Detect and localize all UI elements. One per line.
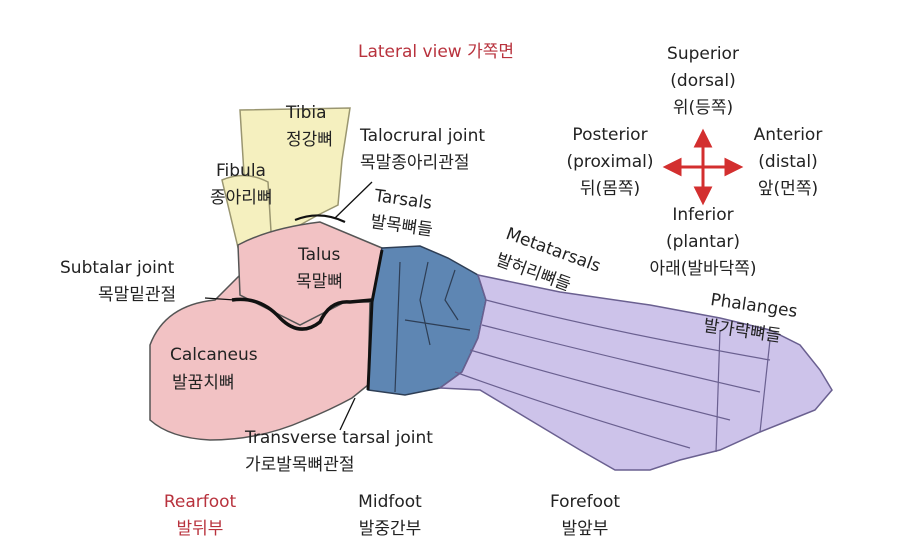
rearfoot-label: Rearfoot — [163, 492, 237, 512]
superior-ko-label: 위(등쪽) — [672, 98, 734, 118]
leader-talocrural — [334, 181, 373, 219]
leader-transverse — [339, 397, 356, 431]
transverse-tarsal-label: Transverse tarsal joint — [245, 428, 433, 448]
view-title: Lateral view 가쪽면 — [358, 42, 515, 62]
posterior-label: Posterior — [572, 125, 648, 145]
subtalar-joint-line — [231, 297, 373, 331]
talus-ko-label: 목말뼈 — [296, 272, 343, 292]
posterior-ko-label: 뒤(몸쪽) — [579, 179, 641, 199]
subtalar-ko-label: 목말밑관절 — [98, 285, 177, 305]
calcaneus-ko-label: 발꿈치뼈 — [172, 373, 235, 393]
superior-sub-label: (dorsal) — [670, 71, 736, 91]
anterior-sub-label: (distal) — [758, 152, 818, 172]
fibula-ko-label: 종아리뼈 — [210, 188, 273, 208]
midfoot-ko-label: 발중간부 — [358, 519, 422, 539]
inferior-ko-label: 아래(발바닥쪽) — [649, 259, 757, 279]
rearfoot-ko-label: 발뒤부 — [176, 519, 224, 539]
inferior-sub-label: (plantar) — [665, 232, 741, 252]
direction-compass — [662, 128, 744, 206]
tibia-ko-label: 정강뼈 — [286, 130, 333, 150]
forefoot-bones — [437, 274, 833, 471]
talocrural-joint-line — [294, 214, 346, 223]
transverse-tarsal-line — [366, 249, 384, 391]
forefoot-label: Forefoot — [549, 492, 621, 512]
leader-subtalar — [204, 297, 236, 301]
calcaneus-label: Calcaneus — [170, 345, 258, 365]
transverse-tarsal-ko-label: 가로발목뼈관절 — [245, 455, 355, 475]
forefoot-ko-label: 발앞부 — [561, 519, 609, 539]
talus-label: Talus — [298, 245, 341, 265]
talocrural-ko-label: 목말종아리관절 — [360, 153, 470, 173]
posterior-sub-label: (proximal) — [566, 152, 654, 172]
subtalar-label: Subtalar joint — [60, 258, 175, 278]
midfoot-label: Midfoot — [358, 492, 422, 512]
anterior-ko-label: 앞(먼쪽) — [757, 179, 819, 199]
fibula-label: Fibula — [216, 161, 266, 181]
anterior-label: Anterior — [753, 125, 823, 145]
superior-label: Superior — [667, 44, 739, 64]
talocrural-label: Talocrural joint — [360, 126, 486, 146]
tibia-label: Tibia — [286, 103, 327, 123]
inferior-label: Inferior — [672, 205, 734, 225]
